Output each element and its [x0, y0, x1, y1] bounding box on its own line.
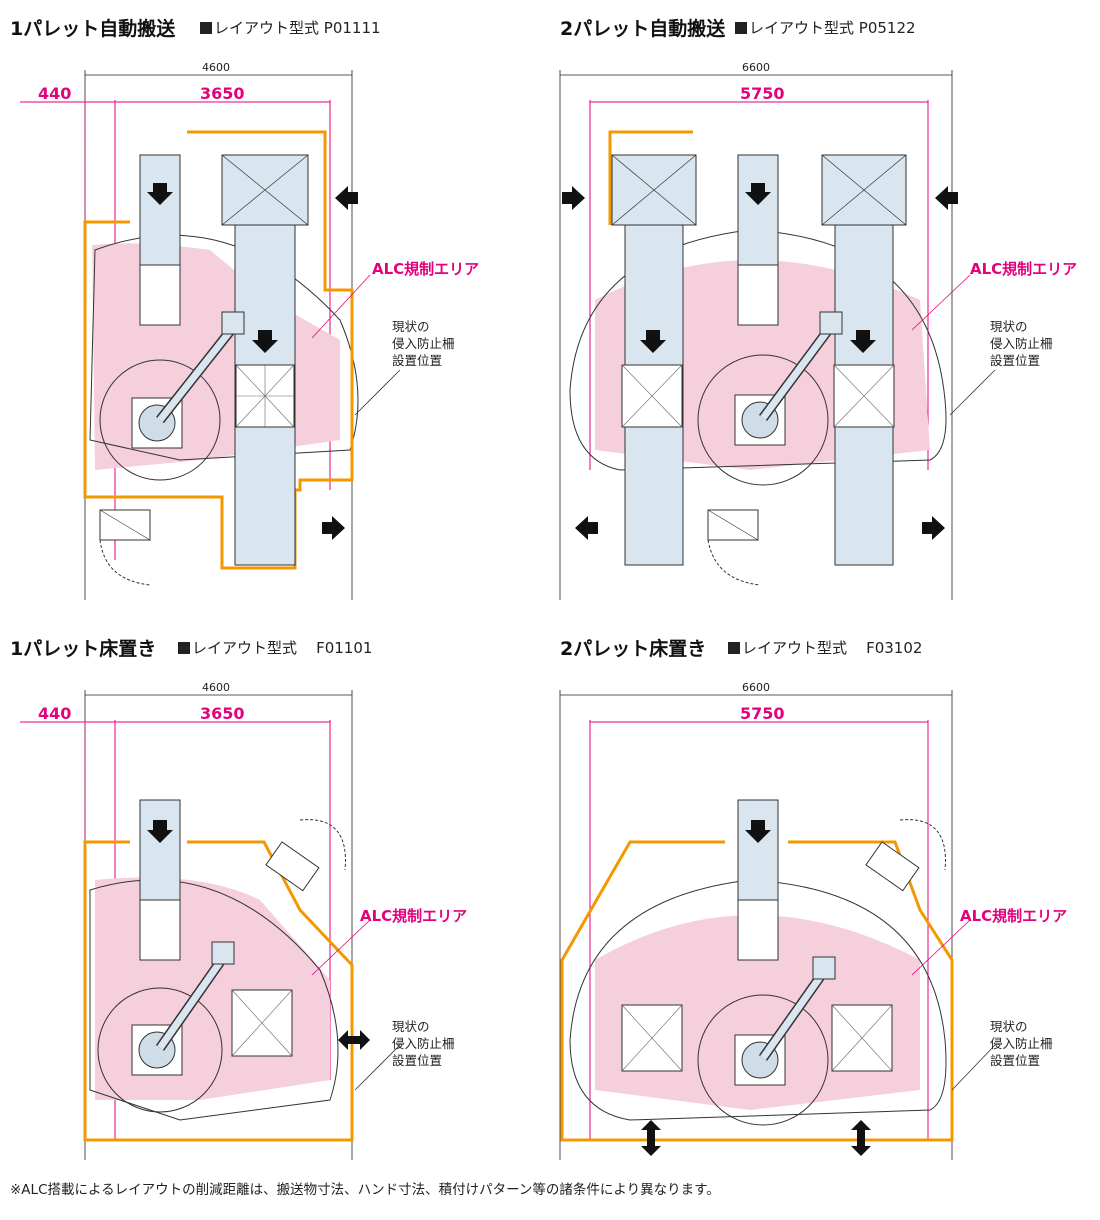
alc-area-label: ALC規制エリア [960, 907, 1068, 925]
panel-title: 1パレット床置き [10, 638, 157, 660]
fence-note: 現状の 侵入防止柵 設置位置 [990, 1018, 1053, 1069]
safety-fence [83, 130, 354, 570]
note-line: 現状の [392, 319, 430, 334]
robot-arm-icon [131, 311, 245, 449]
note-line: 設置位置 [990, 1053, 1041, 1068]
note-line: 設置位置 [990, 353, 1041, 368]
model-code: P01111 [323, 19, 381, 37]
safety-fence [608, 130, 693, 225]
layout-model: レイアウト型式 F01101 [178, 637, 372, 658]
fence-note: 現状の 侵入防止柵 設置位置 [392, 318, 455, 369]
arrow-down-icon [640, 183, 876, 353]
note-line: 侵入防止柵 [392, 336, 455, 351]
robot-arm-icon [734, 311, 843, 446]
panel-2-pallet-conveyor: 2パレット自動搬送 レイアウト型式 P05122 6600 5750 ALC規制… [550, 0, 1100, 600]
note-line: 侵入防止柵 [990, 1036, 1053, 1051]
reduced-dimension: 3650 [200, 84, 245, 103]
panel-title: 2パレット床置き [560, 638, 707, 660]
reduced-dimension: 5750 [740, 84, 785, 103]
arrow-left-icon [335, 186, 358, 210]
model-label: レイアウト型式 [192, 639, 298, 657]
arrow-right-icon [322, 516, 345, 540]
layout-model: レイアウト型式 P05122 [735, 17, 916, 38]
note-line: 現状の [990, 1019, 1028, 1034]
model-code: F01101 [316, 639, 373, 657]
arrow-down-icon [745, 820, 771, 843]
square-bullet-icon [178, 642, 190, 654]
panel-title: 2パレット自動搬送 [560, 18, 726, 40]
offset-dimension: 440 [38, 704, 72, 723]
note-line: 侵入防止柵 [990, 336, 1053, 351]
reduced-dimension: 3650 [200, 704, 245, 723]
layout-model: レイアウト型式 P01111 [200, 17, 381, 38]
arrow-down-icon [147, 183, 278, 353]
double-arrow-icon [641, 1120, 871, 1156]
offset-dimension: 440 [38, 84, 72, 103]
model-label: レイアウト型式 [214, 19, 320, 37]
fence-note: 現状の 侵入防止柵 設置位置 [990, 318, 1053, 369]
square-bullet-icon [200, 22, 212, 34]
square-bullet-icon [728, 642, 740, 654]
layout-diagram [559, 70, 996, 600]
note-line: 侵入防止柵 [392, 1036, 455, 1051]
safety-fence [83, 840, 354, 1142]
note-line: 設置位置 [392, 353, 443, 368]
arrow-right-icon [922, 516, 945, 540]
note-line: 現状の [392, 1019, 430, 1034]
arrow-right-icon [562, 186, 585, 210]
reduced-dimension: 5750 [740, 704, 785, 723]
alc-area-label: ALC規制エリア [372, 260, 480, 278]
robot-arm-icon [131, 941, 235, 1076]
outer-dimension: 6600 [742, 681, 770, 694]
alc-area-label: ALC規制エリア [360, 907, 468, 925]
arrow-left-icon [575, 516, 598, 540]
arrow-left-icon [935, 186, 958, 210]
robot-arm-icon [734, 956, 836, 1086]
note-line: 現状の [990, 319, 1028, 334]
layout-model: レイアウト型式 F03102 [728, 637, 922, 658]
layout-diagram [559, 690, 996, 1160]
square-bullet-icon [735, 22, 747, 34]
footnote: ※ALC搭載によるレイアウトの削減距離は、搬送物寸法、ハンド寸法、積付けパターン… [10, 1182, 720, 1198]
model-code: F03102 [866, 639, 923, 657]
double-arrow-icon [338, 1030, 370, 1050]
panel-1-pallet-floor: 1パレット床置き レイアウト型式 F01101 4600 3650 440 AL… [0, 620, 550, 1220]
panel-title: 1パレット自動搬送 [10, 18, 176, 40]
outer-dimension: 4600 [202, 681, 230, 694]
alc-area-label: ALC規制エリア [970, 260, 1078, 278]
model-label: レイアウト型式 [749, 19, 855, 37]
model-label: レイアウト型式 [742, 639, 848, 657]
fence-note: 現状の 侵入防止柵 設置位置 [392, 1018, 455, 1069]
layout-diagram [20, 690, 401, 1160]
panel-2-pallet-floor: 2パレット床置き レイアウト型式 F03102 6600 5750 ALC規制エ… [550, 620, 1100, 1220]
note-line: 設置位置 [392, 1053, 443, 1068]
outer-dimension: 4600 [202, 61, 230, 74]
infeed-conveyor [139, 799, 181, 901]
model-code: P05122 [858, 19, 916, 37]
outer-dimension: 6600 [742, 61, 770, 74]
arrow-down-icon [147, 820, 173, 843]
alc-zone [95, 877, 330, 1100]
layout-diagram [20, 70, 401, 600]
panel-1-pallet-conveyor: 1パレット自動搬送 レイアウト型式 P01111 4600 3650 440 A… [0, 0, 550, 600]
infeed-conveyor [139, 154, 181, 266]
